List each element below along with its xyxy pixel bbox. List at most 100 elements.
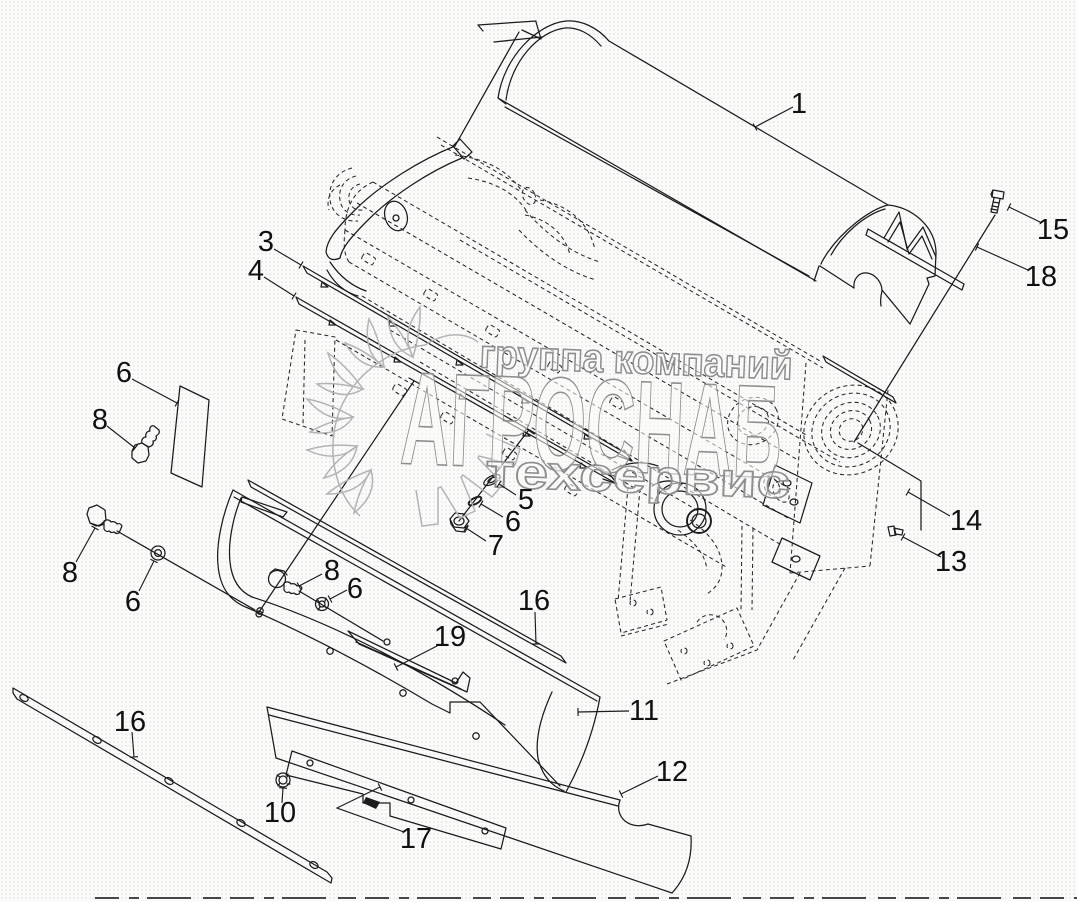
hood-part-1-stroke-16 [853,272,883,292]
hood-part-1-stroke-5 [505,27,602,101]
washer-5 [483,473,501,487]
chopper-frame-hidden-lines-stroke-20 [524,209,601,263]
frame-solid-details-stroke-19 [789,498,799,506]
blade-19-stroke-4 [451,677,459,685]
chopper-frame-hidden-lines-stroke-37 [751,527,754,611]
hood-part-1-stroke-3 [504,106,810,277]
knife-clip-icons-stroke-1 [361,252,376,266]
callout-leader [976,246,1029,271]
callout-leader [465,527,487,542]
flat-bar-16-upper [247,479,567,664]
callout-number: 12 [656,756,688,788]
support-foot-left-stroke-3 [629,599,637,607]
chopper-frame-hidden-lines-stroke-27 [789,362,807,574]
knife-bar-4-stroke-4 [393,356,402,363]
flat-bar-16-left-stroke-6 [309,860,319,870]
flat-bar-16-left-stroke-2 [19,693,29,703]
chopper-frame-hidden-lines-stroke-15 [339,175,361,216]
hood-part-1-stroke-21 [887,221,933,260]
chopper-frame-hidden-lines-stroke-6 [348,261,789,519]
callout-leader [1008,206,1041,223]
callout-number: 16 [518,585,550,617]
knife-bar-4 [295,296,618,485]
support-foot-left-stroke-4 [646,608,654,616]
knife-clip-icons-stroke-6 [440,411,455,425]
bearing-pulley-circles-stroke-2 [811,392,891,468]
washer-6-c-stroke-1 [467,495,483,507]
side-plate [170,385,210,488]
frame-solid-details-stroke-17 [762,464,813,524]
bolt-15-stroke-1 [991,189,1005,200]
callout-tick [377,783,383,791]
watermark-emblem-stroke-11 [322,444,359,480]
callout-tick [478,500,484,508]
chopper-frame-hidden-lines-stroke-3 [372,181,809,437]
chopper-frame-hidden-lines-stroke-29 [789,565,871,574]
plate-17-stroke-2 [306,759,314,767]
deflector-pan-stroke-7 [565,696,601,793]
blade-19-stroke-2 [355,641,462,690]
support-foot-right-stroke-2 [696,614,728,641]
callout-11: 11 [577,695,659,727]
chopper-frame-hidden-lines-stroke-18 [454,154,522,191]
deflector-sheet-12-stroke-4 [275,757,673,894]
side-plate-stroke-1 [170,385,210,488]
callout-leader [106,425,136,449]
callout-leader [534,611,537,645]
watermark-emblem-stroke-1 [332,344,426,517]
plate-17-stroke-3 [407,796,415,804]
callout-leader [620,775,659,795]
deflector-pan [217,489,601,793]
washer-6-left-stroke-1 [150,545,166,561]
watermark-emblem-stroke-8 [326,351,365,391]
callout-number: 10 [264,797,296,829]
chopper-frame-hidden-lines-stroke-31 [772,481,790,503]
frame-solid-details-stroke-1 [325,145,456,253]
callout-tick [900,533,906,541]
callout-tick [129,756,139,758]
chopper-frame-hidden-lines-stroke-24 [521,186,537,206]
callout-number: 6 [116,357,132,389]
callout-number: 8 [62,557,78,589]
knife-bar-3 [302,265,633,462]
watermark-line2: АГРОСНАБ [398,344,784,506]
frame-solid-details-stroke-4 [329,261,367,292]
bolt-8-left-stroke-2 [89,522,105,527]
flat-bar-16-left-stroke-5 [236,818,246,828]
support-foot-right-stroke-4 [680,647,688,655]
washer-6-mid [314,596,330,612]
frame-solid-details-stroke-5 [326,269,359,297]
flat-bar-16-left-stroke-1 [12,687,333,884]
deflector-sheet-12-stroke-1 [266,706,621,801]
knife-clip-icons-stroke-4 [547,360,562,374]
support-foot-right-stroke-6 [726,642,734,650]
bearing-pulley-circles [727,384,899,476]
watermark-emblem-stroke-3 [387,314,415,359]
washer-6-mid-stroke-2 [318,600,326,608]
callout-number: 8 [324,555,340,587]
callout-number: 11 [629,695,659,727]
chopper-frame-hidden-lines-stroke-34 [617,486,629,602]
callout-number: 14 [950,505,982,537]
knife-bar-3-stroke-2 [617,449,633,462]
plate-17 [285,750,507,850]
callout-number: 15 [1037,214,1069,246]
washer-5-stroke-1 [483,473,501,487]
bolt-8-left [86,504,123,535]
frame-solid-details-stroke-9 [454,31,520,147]
support-foot-right-stroke-5 [703,659,711,667]
callout-3: 3 [258,226,304,269]
deflector-pan-stroke-5 [247,607,561,787]
deflector-pan-stroke-3 [217,489,249,609]
chopper-frame-hidden-lines-stroke-4 [356,202,799,461]
chopper-frame-hidden-lines-stroke-25 [281,329,336,437]
blade-19-stroke-3 [383,638,391,646]
callout-leader [902,536,942,558]
callout-tick [974,243,980,251]
callout-leader [263,276,295,297]
bolt-13-stroke-1 [887,525,897,537]
artwork [86,20,1005,788]
chopper-frame-hidden-lines-stroke-26 [302,339,306,426]
deflector-pan-stroke-11 [326,647,334,655]
frame-solid-details-stroke-2 [339,157,463,259]
